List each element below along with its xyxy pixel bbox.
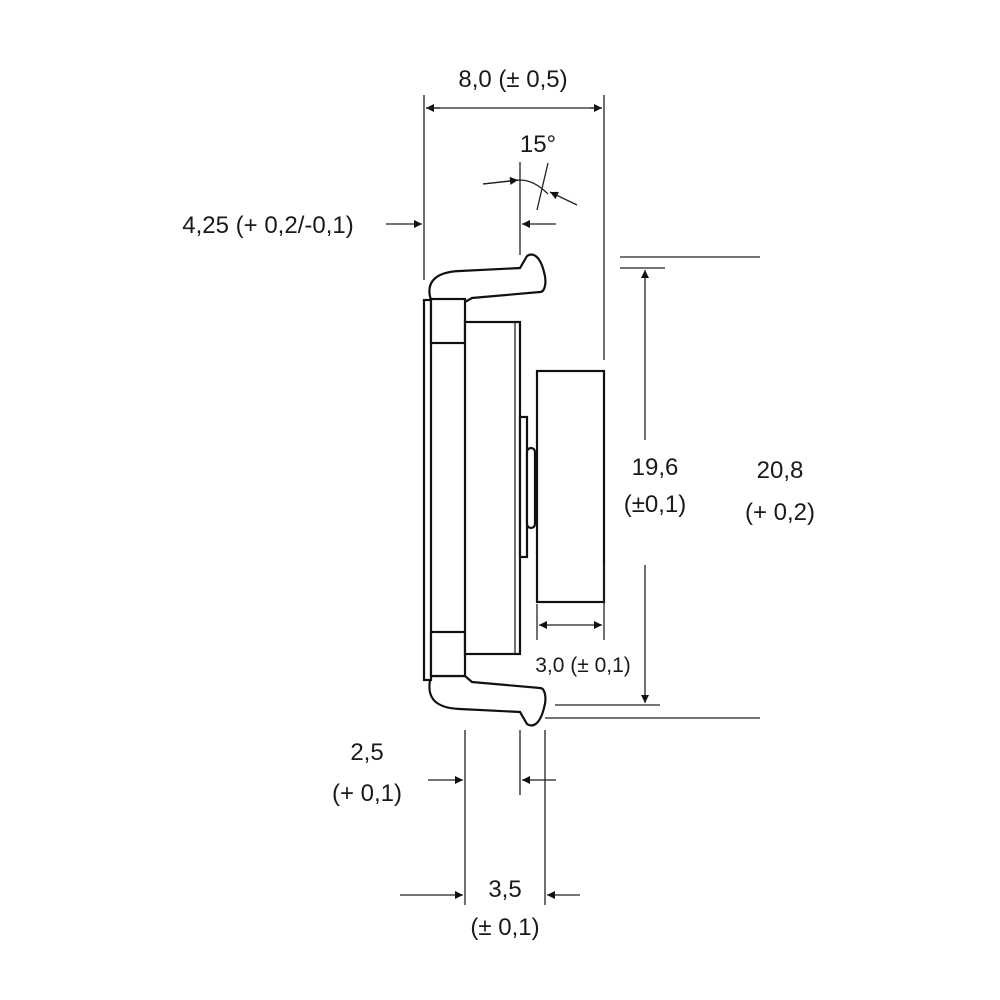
clip-part xyxy=(422,253,606,727)
inner-height-value: 19,6 xyxy=(632,454,679,481)
bottom-clip-arm xyxy=(428,674,547,727)
block-width-label: 3,0 (± 0,1) xyxy=(535,654,631,677)
dimension-lines xyxy=(386,95,760,905)
top-corner-block xyxy=(429,297,467,345)
contact-pill xyxy=(525,446,537,530)
clip-offset-label: 4,25 (+ 0,2/-0,1) xyxy=(182,212,353,239)
clip-gap-tol: (+ 0,1) xyxy=(332,780,402,807)
outer-height-value: 20,8 xyxy=(757,457,804,484)
overall-width-label: 8,0 (± 0,5) xyxy=(458,66,567,93)
top-clip-arm xyxy=(428,253,547,304)
clip-back xyxy=(422,298,433,682)
bottom-corner-block xyxy=(429,630,467,678)
outer-height-tol: (+ 0,2) xyxy=(745,499,815,526)
angle-label: 15° xyxy=(520,131,556,158)
inner-height-tol: (±0,1) xyxy=(624,491,687,518)
clip-width-value: 3,5 xyxy=(488,876,521,903)
right-block xyxy=(535,369,606,604)
clip-gap-value: 2,5 xyxy=(350,739,383,766)
clip-width-tol: (± 0,1) xyxy=(470,914,539,941)
main-body xyxy=(463,320,522,656)
